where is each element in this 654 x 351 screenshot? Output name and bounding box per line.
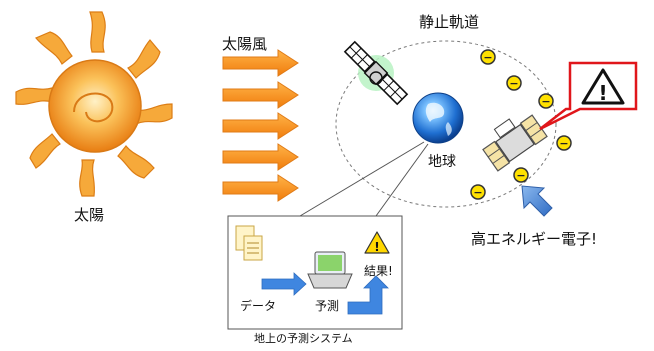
svg-text:!: ! [598,81,607,105]
solar-wind-label: 太陽風 [222,35,268,53]
electron-arrow [521,185,553,217]
geo-orbit-path [335,40,557,208]
electron-icon: − [506,75,522,91]
data-label: データ [240,299,277,313]
sun-label: 太陽 [74,206,105,224]
arrow-right-icon [222,49,299,77]
arrow-right-icon [222,143,299,171]
electron-label: 高エネルギー電子! [471,230,598,248]
svg-text:−: − [559,137,568,150]
ground-system-label: 地上の予測システム [254,332,353,345]
arrow-right-icon [222,112,299,140]
electron-icon: − [470,184,486,200]
electron-icon: − [556,135,572,151]
electron-icon: − [538,93,554,109]
warning-icon: ! [539,61,638,131]
callout-line [299,141,425,217]
svg-text:−: − [483,51,492,64]
electron-icon: − [513,167,529,183]
solar-wind-arrows [222,49,299,202]
satellite-icon [482,114,548,172]
callout-line [375,143,429,217]
svg-text:−: − [541,95,550,108]
arrow-icon [261,272,307,296]
geo-orbit-label: 静止軌道 [419,13,480,31]
arrow-right-icon [222,174,299,202]
arrow-right-icon [222,81,299,109]
satellite-icon [343,40,409,106]
svg-text:−: − [473,186,482,199]
earth-icon [412,92,464,144]
warning-icon: ! [364,231,390,254]
svg-text:−: − [516,169,525,182]
svg-text:−: − [509,77,518,90]
arrow-icon [347,275,389,315]
result-label: 結果! [364,264,393,278]
earth-label: 地球 [428,154,456,170]
document-icon [235,225,263,261]
svg-text:!: ! [374,240,379,254]
electron-icon: − [480,49,496,65]
prediction-label: 予測 [315,299,340,313]
laptop-icon [307,251,353,289]
sun-icon [15,11,173,197]
